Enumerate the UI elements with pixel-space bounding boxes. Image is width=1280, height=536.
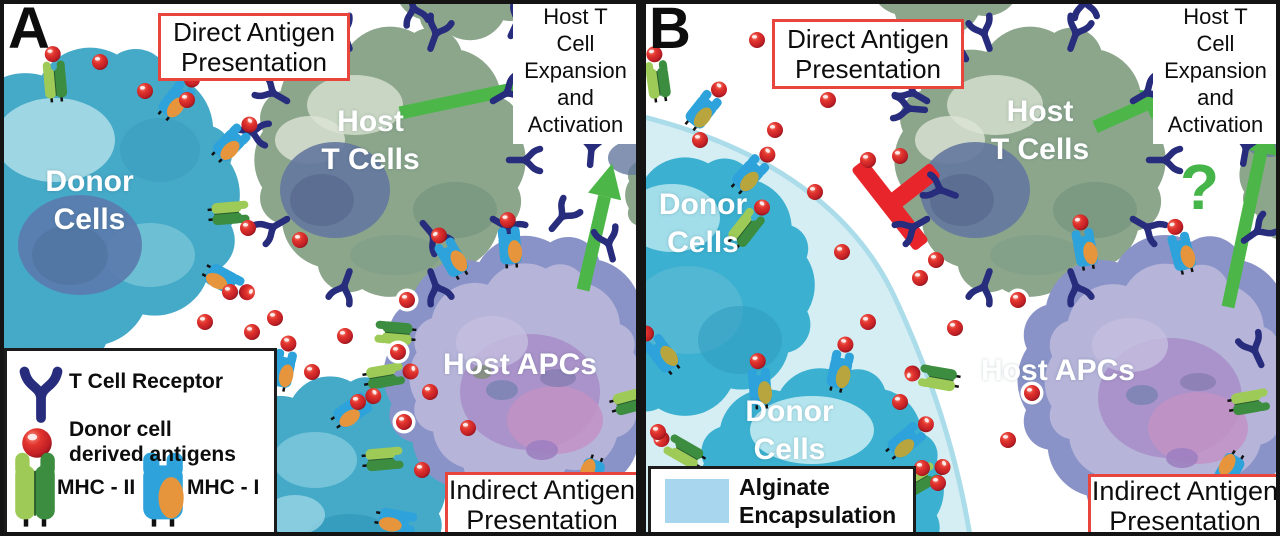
panel-a-artwork: [0, 0, 641, 536]
question-mark: ?: [1180, 151, 1220, 223]
host-t-cell-shape: [254, 26, 526, 297]
donor-cells-bottom-label-b: Donor Cells: [745, 395, 834, 466]
panel-b-artwork: [640, 0, 1280, 536]
expansion-annotation-a: Host T Cell Expansion and Activation: [513, 0, 638, 144]
host-t-cells-label-b: Host T Cells: [990, 95, 1090, 166]
tcr-legend-label: T Cell Receptor: [69, 370, 224, 393]
host-apcs-label-a: Host APCs: [443, 348, 597, 381]
expansion-annotation-b: Host T Cell Expansion and Activation: [1153, 0, 1278, 144]
host-t-cells-label-a: Host T Cells: [321, 105, 420, 176]
panel-divider: [636, 0, 646, 536]
tcr-icon: [25, 372, 58, 419]
donor-cell-shape: [0, 47, 240, 347]
mhc2-legend-label: MHC - II: [57, 476, 136, 499]
host-apc-shape: [383, 235, 641, 518]
donor-cells-top-label-b: Donor Cells: [658, 188, 748, 259]
direct-antigen-box-b: Direct Antigen Presentation: [772, 19, 964, 89]
alginate-legend-label: Alginate Encapsulation: [739, 474, 897, 528]
host-apcs-label-b: Host APCs: [981, 354, 1135, 387]
donor-cell-shape: [214, 376, 446, 536]
alginate-legend-box: Alginate Encapsulation: [648, 466, 916, 536]
indirect-antigen-box-b: Indirect Antigen Presentation: [1088, 474, 1280, 536]
panel-b-label: B: [649, 0, 691, 61]
panel-a-label: A: [8, 0, 50, 61]
mhc2-icon: [15, 453, 55, 527]
donor-cells-label-a: Donor Cells: [45, 165, 134, 236]
host-t-cell-fragment: [608, 131, 641, 261]
direct-antigen-box-a: Direct Antigen Presentation: [158, 13, 350, 81]
indirect-antigen-box-a: Indirect Antigen Presentation: [445, 472, 639, 536]
host-apc-shape: [1017, 235, 1280, 529]
antigen-legend-label: Donor cell derived antigens: [69, 418, 236, 466]
alginate-swatch: [665, 479, 729, 523]
legend-box: T Cell Receptor Donor cell derived antig…: [4, 348, 277, 536]
mhc1-legend-label: MHC - I: [187, 476, 260, 499]
